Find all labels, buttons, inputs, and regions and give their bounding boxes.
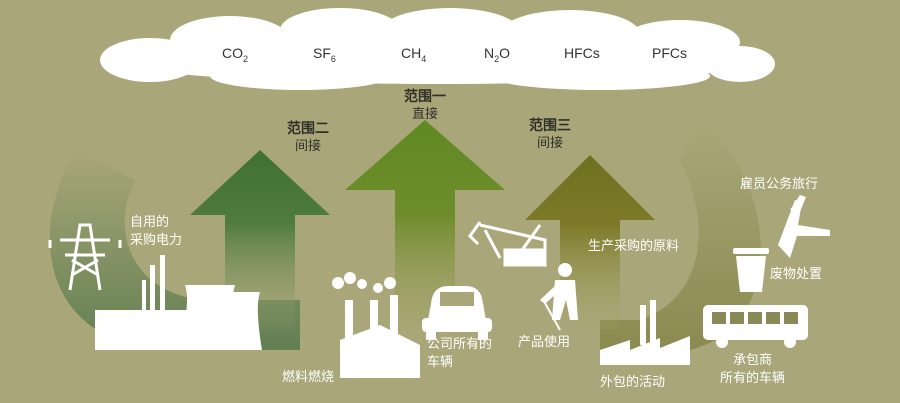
power-plant-icon	[95, 255, 262, 350]
business-travel-label: 雇员公务旅行	[740, 177, 819, 192]
raw-materials-label: 生产采购的原料	[588, 239, 680, 254]
scope2-label: 范围二 间接	[278, 120, 338, 155]
excavator-icon	[468, 221, 547, 267]
scope3-subtitle: 间接	[536, 136, 563, 151]
gas-ch4: CH4	[401, 45, 427, 64]
company-vehicles-label: 公司所有的 车辆	[427, 337, 493, 370]
scope3-title: 范围三	[529, 118, 571, 134]
person-icon	[540, 263, 578, 331]
gas-n2o: N2O	[484, 45, 511, 64]
scope3-swoop	[600, 120, 761, 360]
outsourced-factory-icon	[600, 300, 690, 365]
gas-pfcs: PFCs	[652, 45, 687, 61]
contractor-vehicles-label: 承包商 所有的车辆	[720, 353, 786, 386]
gas-hfcs: HFCs	[564, 45, 600, 61]
scope3-arrow	[525, 155, 655, 330]
cloud	[100, 8, 775, 90]
bus-icon	[703, 305, 808, 348]
car-icon	[422, 286, 492, 340]
scope3-label: 范围三 间接	[520, 117, 580, 152]
fuel-combustion-label: 燃料燃烧	[282, 370, 335, 385]
power-tower-icon	[48, 223, 122, 291]
gas-co2: CO2	[222, 45, 249, 64]
waste-disposal-label: 废物处置	[770, 267, 823, 282]
product-use-label: 产品使用	[518, 335, 571, 350]
scope2-subtitle: 间接	[294, 139, 321, 154]
airplane-icon	[778, 195, 830, 258]
trash-can-icon	[733, 248, 769, 292]
purchased-power-label: 自用的 采购电力	[130, 215, 183, 248]
factory-icon	[332, 272, 420, 378]
scope2-title: 范围二	[287, 121, 329, 137]
outsourced-activities-label: 外包的活动	[600, 375, 666, 390]
scope1-arrow	[345, 120, 505, 330]
scope1-label: 范围一 直接	[395, 88, 455, 123]
scope1-subtitle: 直接	[411, 107, 438, 122]
scope1-title: 范围一	[404, 89, 446, 105]
gas-sf6: SF6	[313, 45, 336, 64]
